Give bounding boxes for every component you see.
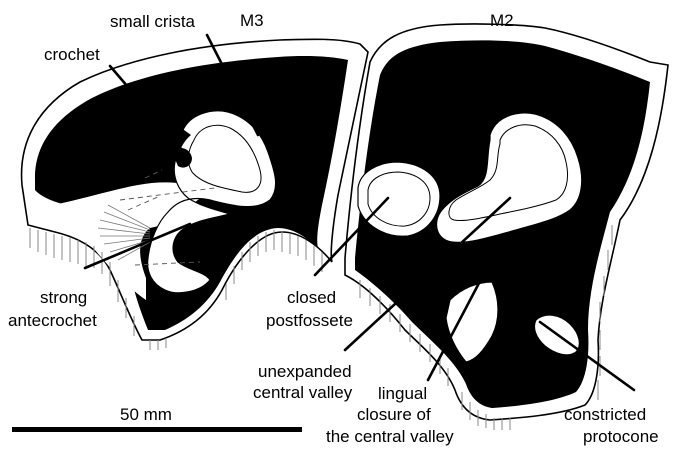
scale-bar: 50 mm: [12, 405, 302, 432]
label-crochet: crochet: [44, 45, 100, 64]
label-the-central-valley: the central valley: [326, 427, 454, 446]
label-unexpanded: unexpanded: [258, 362, 352, 381]
label-closed: closed: [287, 288, 336, 307]
m3-title: M3: [240, 11, 264, 30]
label-central-valley: central valley: [253, 383, 353, 402]
m2-postfossete-inner: [368, 172, 430, 226]
label-antecrochet: antecrochet: [8, 311, 97, 330]
m2-tooth: [345, 24, 668, 430]
label-small-crista: small crista: [110, 12, 196, 31]
m2-title: M2: [490, 11, 514, 30]
label-constricted: constricted: [564, 405, 646, 424]
label-protocone: protocone: [583, 427, 659, 446]
label-closure-of: closure of: [357, 405, 431, 424]
label-lingual: lingual: [378, 384, 427, 403]
label-postfossete: postfossete: [266, 311, 353, 330]
label-strong: strong: [40, 288, 87, 307]
scale-bar-line: [12, 427, 302, 432]
scale-bar-label: 50 mm: [120, 405, 172, 424]
